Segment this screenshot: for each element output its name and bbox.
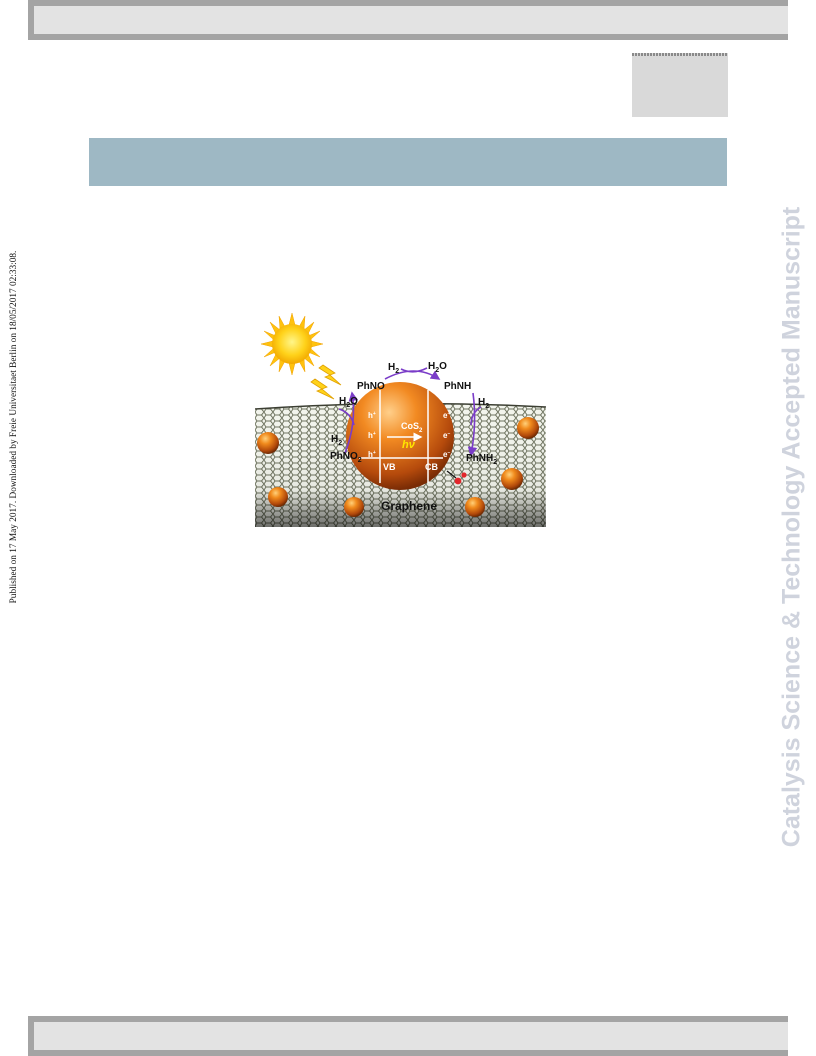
- label-h2-left: H2: [331, 434, 342, 447]
- thumbnail-strip: [632, 53, 728, 56]
- label-phnh: PhNH: [444, 381, 471, 392]
- toc-graphic-svg: H2 H2O PhNO PhNH H2O H2 PhNO2 H2 PhNH2 h…: [255, 313, 546, 527]
- label-h2o-left: H2O: [339, 396, 358, 409]
- cos2-particles: [257, 417, 539, 517]
- label-phnh2: PhNH2: [466, 453, 497, 466]
- label-electron-3: e−: [443, 450, 450, 459]
- electron-transfer-icon: [446, 470, 467, 485]
- bottom-footer-bar: [28, 1016, 788, 1056]
- journal-thumbnail: [632, 53, 728, 117]
- publication-note-text: Published on 17 May 2017. Downloaded by …: [9, 250, 19, 604]
- label-phno: PhNO: [357, 381, 385, 392]
- label-hole-1: h+: [368, 411, 376, 420]
- reaction-arrows: [338, 367, 482, 457]
- label-h2o-top: H2O: [428, 361, 447, 374]
- label-hv: hν: [402, 439, 416, 451]
- sun-icon: [260, 313, 324, 376]
- toc-labels: H2 H2O PhNO PhNH H2O H2 PhNO2 H2 PhNH2 h…: [330, 361, 497, 513]
- article-header-band: [89, 138, 727, 186]
- label-electron-2: e−: [443, 431, 450, 440]
- label-h2-right: H2: [478, 397, 489, 410]
- label-hole-2: h+: [368, 431, 376, 440]
- lightning-icon: [310, 364, 342, 400]
- label-h2-top: H2: [388, 362, 399, 375]
- label-graphene: Graphene: [381, 499, 437, 513]
- toc-graphic: H2 H2O PhNO PhNH H2O H2 PhNO2 H2 PhNH2 h…: [255, 313, 546, 527]
- top-header-bar: [28, 0, 788, 40]
- cos2-sphere: [346, 382, 454, 490]
- label-hole-3: h+: [368, 450, 376, 459]
- label-cb: CB: [425, 462, 438, 472]
- label-vb: VB: [383, 462, 396, 472]
- label-phno2: PhNO2: [330, 451, 362, 464]
- label-cos2: CoS2: [401, 421, 423, 434]
- journal-watermark-text: Catalysis Science & Technology Accepted …: [777, 206, 806, 848]
- label-electron-1: e−: [443, 411, 450, 420]
